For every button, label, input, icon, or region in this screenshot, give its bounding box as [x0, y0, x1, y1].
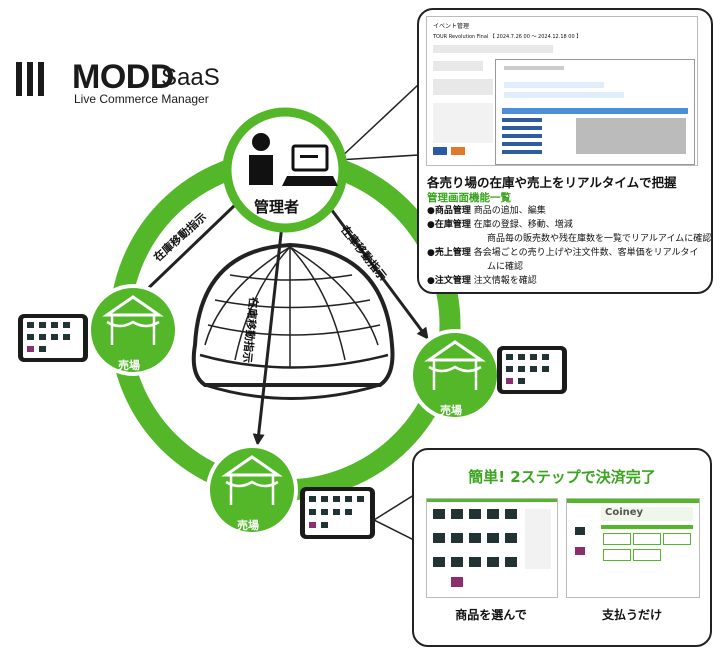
venue-node-right — [409, 329, 501, 421]
step1-caption: 商品を選んで — [455, 608, 527, 622]
logo-saas: SaaS — [161, 64, 220, 91]
callout-pointer-bottom — [372, 493, 415, 542]
screen-header: イベント管理 — [433, 23, 470, 30]
feature-item: ムに確認 — [487, 262, 524, 272]
tablet-screen — [23, 318, 83, 358]
admin-screen-mock: イベント管理 TOUR Revolution Final 【 2024.7.26… — [426, 16, 698, 166]
info-subtitle: 管理画面機能一覧 — [427, 192, 511, 204]
venue-node-left — [87, 284, 179, 376]
callout-pointer-top — [335, 83, 419, 161]
info-callout: イベント管理 TOUR Revolution Final 【 2024.7.26… — [417, 8, 713, 294]
venue-node-bottom — [206, 444, 298, 536]
payment-screen: Coiney — [566, 498, 700, 598]
tablet-right — [497, 346, 567, 394]
computer-icon — [282, 144, 338, 186]
feature-item: 商品毎の販売数や残在庫数を一覧でリアルアイムに確認 — [487, 234, 712, 244]
venue-label-left: 売場 — [118, 359, 140, 372]
product-select-screen — [426, 498, 558, 598]
payment-title: 簡単! 2ステップで決済完了 — [468, 468, 656, 486]
feature-item: ●商品管理 商品の追加、編集 — [427, 206, 546, 216]
info-title: 各売り場の在庫や売上をリアルタイムで把握 — [427, 175, 677, 190]
logo-text: MODD — [72, 58, 174, 96]
admin-label: 管理者 — [254, 198, 300, 216]
feature-item: ●注文管理 注文情報を確認 — [427, 276, 537, 286]
tablet-bottom — [300, 487, 375, 539]
logo-bars-icon — [16, 62, 49, 100]
venue-label-bottom: 売場 — [237, 519, 259, 532]
inventory-popup — [495, 59, 695, 165]
admin-person-icon — [249, 133, 273, 185]
tablet-left — [18, 314, 88, 362]
venue-label-right: 売場 — [440, 404, 462, 417]
arrow-down — [252, 224, 284, 446]
dome-illustration — [191, 242, 395, 400]
payment-callout: 簡単! 2ステップで決済完了 Coiney 商品を選んで 支払うだけ — [412, 448, 712, 647]
coiney-logo: Coiney — [605, 507, 644, 518]
screen-event: TOUR Revolution Final 【 2024.7.26 00 〜 2… — [433, 34, 582, 40]
feature-list: ●商品管理 商品の追加、編集 ●在庫管理 在庫の登録、移動、増減 商品毎の販売数… — [427, 204, 711, 288]
feature-item: ●在庫管理 在庫の登録、移動、増減 — [427, 220, 573, 230]
step2-caption: 支払うだけ — [601, 608, 662, 622]
arrow-left — [131, 203, 237, 305]
arrow-right — [326, 204, 429, 340]
logo-subtitle: Live Commerce Manager — [74, 92, 209, 106]
feature-item: ●売上管理 各会場ごとの売り上げや注文件数、客単価をリアルタイ — [427, 248, 699, 258]
